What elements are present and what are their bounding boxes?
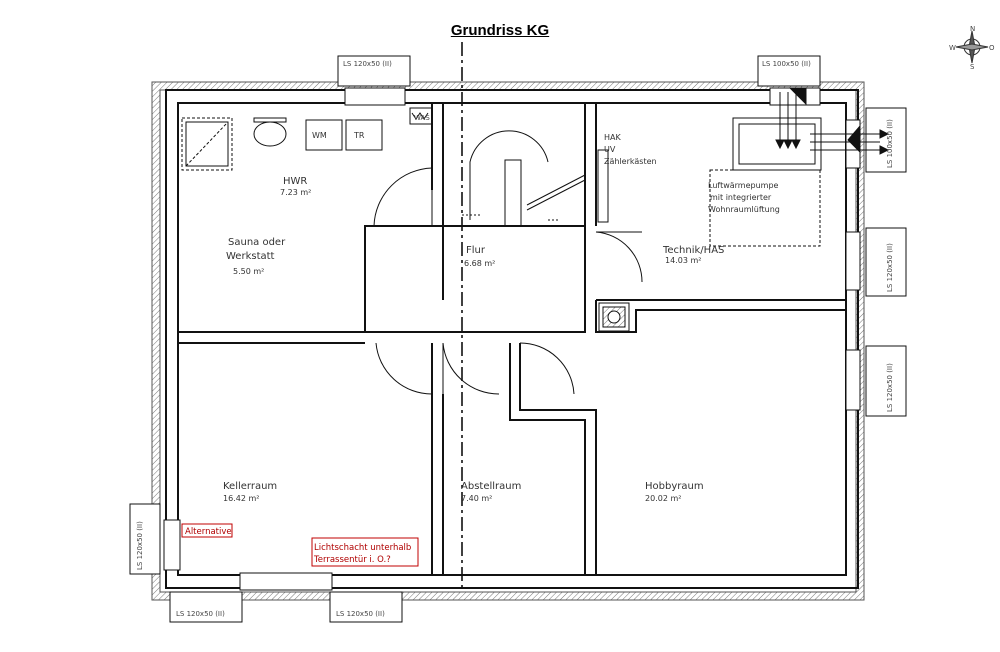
lightwell-left-label: LS 120x50 (II) — [136, 521, 144, 570]
heatpump-label-2: mit integrierter — [710, 193, 772, 202]
compass-w: W — [949, 44, 956, 52]
shower-tray — [181, 117, 233, 171]
exterior-walls — [165, 89, 859, 589]
compass-s: S — [970, 63, 975, 71]
compass-e: O — [989, 44, 995, 52]
room-technik-name: Technik/HAS — [662, 245, 724, 256]
lightwell-bottom-2-label: LS 120x50 (II) — [336, 610, 385, 618]
floor-drain — [409, 107, 433, 125]
lightwell-right-2-label: LS 120x50 (II) — [886, 243, 894, 292]
room-hobby-name: Hobbyraum — [645, 481, 704, 492]
lichtschacht-note: Lichtschacht unterhalb Terrassentür i. O… — [311, 537, 419, 567]
room-sauna-name-1: Sauna oder — [228, 237, 286, 248]
room-sauna-name-2: Werkstatt — [226, 251, 275, 262]
technik-note-uv: UV — [604, 145, 616, 154]
chimney — [598, 302, 630, 332]
plan-title: Grundriss KG — [450, 22, 550, 39]
svg-text:Alternative: Alternative — [185, 527, 232, 537]
room-abstell-area: 7.40 m² — [461, 494, 492, 503]
technik-note-zaehler: Zählerkästen — [604, 157, 657, 166]
heat-pump-unit — [709, 87, 890, 247]
room-abstell-name: Abstellraum — [461, 481, 521, 492]
lichtschacht-note-line-1: Lichtschacht unterhalb — [314, 543, 411, 553]
lichtschacht-note-line-2: Terrassentür i. O.? — [313, 555, 391, 565]
lightwell-bottom-1-label: LS 120x50 (II) — [176, 610, 225, 618]
room-hobby-area: 20.02 m² — [645, 494, 681, 503]
compass-n: N — [970, 25, 975, 33]
technik-board — [597, 149, 609, 223]
lightwell-top-right-label: LS 100x50 (II) — [762, 60, 811, 68]
toilet — [253, 117, 287, 147]
washer-label: WM — [312, 131, 327, 140]
technik-note-hak: HAK — [604, 133, 621, 142]
alternative-note: Alternative — [181, 523, 233, 538]
compass-icon — [955, 30, 989, 64]
outer-insulation — [151, 81, 865, 601]
room-flur-area: 6.68 m² — [464, 259, 495, 268]
drain-label: WAS — [414, 114, 430, 122]
room-technik-area: 14.03 m² — [665, 256, 701, 265]
doors — [373, 167, 643, 395]
lightwells — [129, 55, 907, 623]
room-hwr-area: 7.23 m² — [280, 188, 311, 197]
room-sauna-area: 5.50 m² — [233, 267, 264, 276]
heatpump-label-3: Wohnraumlüftung — [708, 205, 780, 214]
lightwell-top-left-label: LS 120x50 (II) — [343, 60, 392, 68]
washer-dryer — [305, 119, 383, 151]
room-keller-name: Kellerraum — [223, 481, 277, 492]
lightwell-right-1-label: LS 100x50 (II) — [886, 119, 894, 168]
heatpump-label-1: Luftwärmepumpe — [708, 181, 779, 190]
room-hwr-name: HWR — [283, 176, 307, 187]
lightwell-right-3-label: LS 120x50 (II) — [886, 363, 894, 412]
dryer-label: TR — [353, 131, 365, 140]
room-flur-name: Flur — [466, 245, 486, 256]
stair — [462, 130, 586, 227]
room-keller-area: 16.42 m² — [223, 494, 259, 503]
